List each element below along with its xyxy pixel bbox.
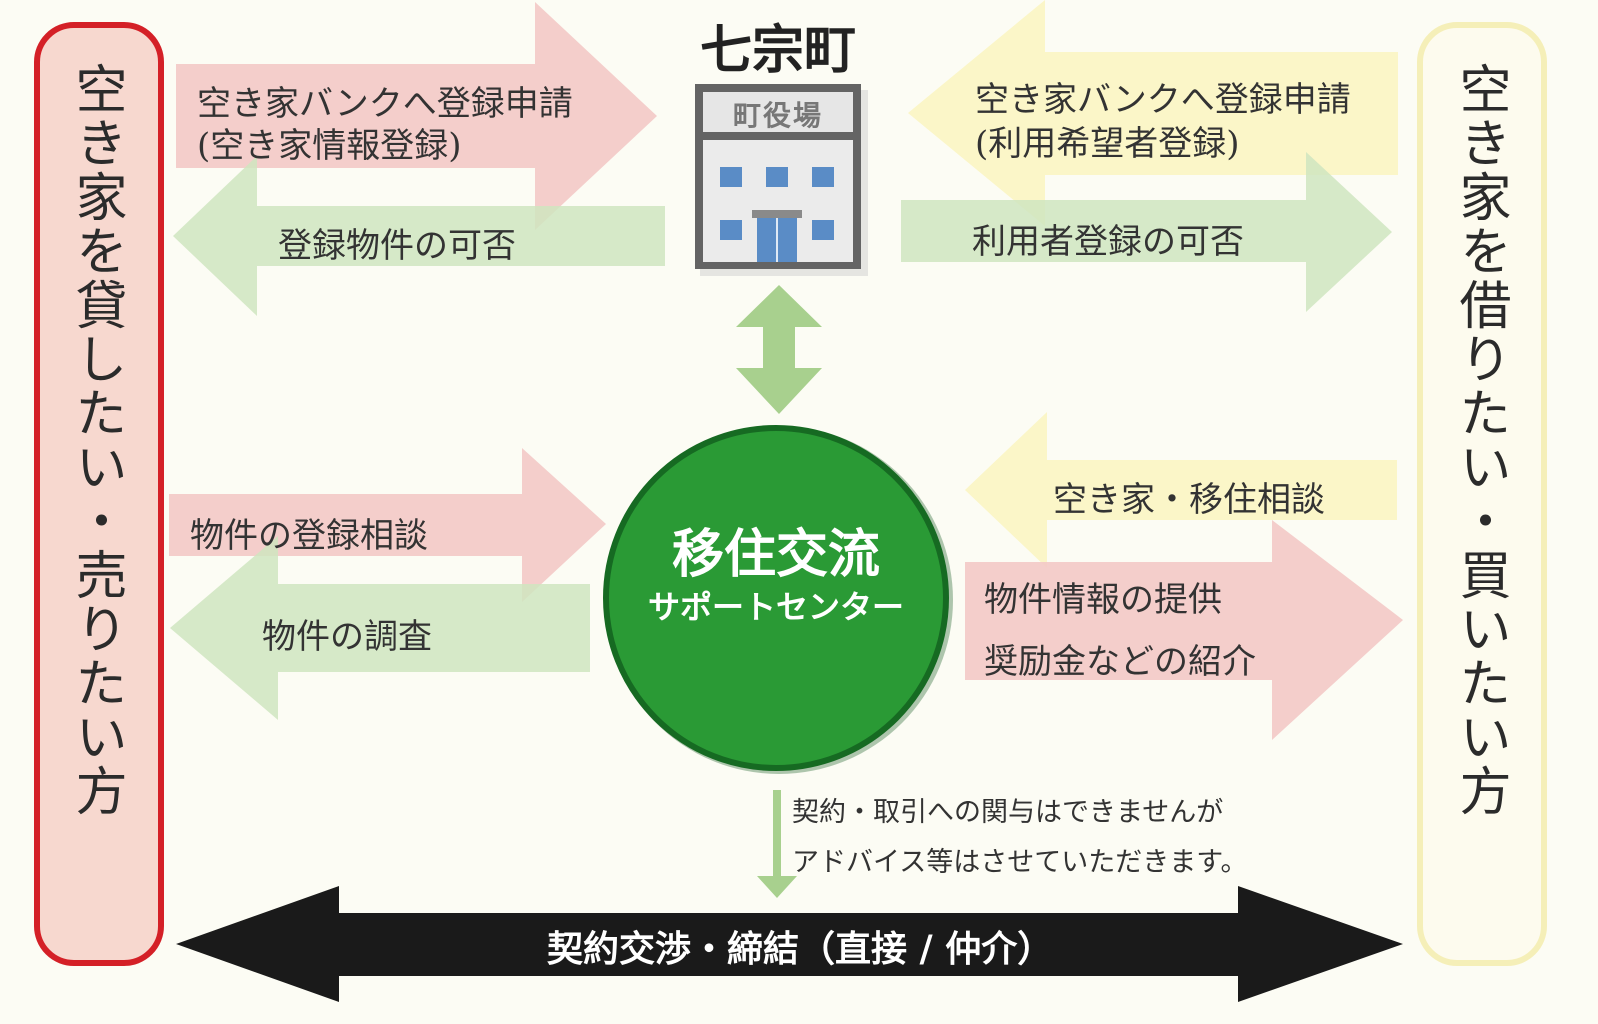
town-title: 七宗町 [699,21,856,81]
note-arrow-shaft [773,790,781,880]
bottom-contract-arrow [176,886,1403,1002]
right-party-label: 空き家を借りたい・買いたい方 [1450,62,1510,818]
left-party-label: 空き家を貸したい・売りたい方 [66,62,126,818]
note-line-2: アドバイス等はさせていただきます。 [792,847,1248,878]
label-right-consult: 空き家・移住相談 [1053,480,1325,520]
label-left-survey: 物件の調査 [262,617,432,657]
label-left-register-2: (空き家情報登録) [197,126,462,166]
label-left-consult: 物件の登録相談 [190,516,428,556]
label-left-register-1: 空き家バンクへ登録申請 [197,84,573,124]
label-right-register-2: (利用希望者登録) [975,124,1240,164]
note-arrow-head [757,876,797,898]
arrow-right-consult [965,412,1397,568]
arrow-right-register [908,0,1398,226]
label-right-register-1: 空き家バンクへ登録申請 [975,80,1351,120]
arrow-left-result [173,156,665,316]
town-hall-sign: 町役場 [732,99,823,132]
bottom-contract-label: 契約交渉・締結（直接 / 仲介） [547,928,1054,970]
town-hall-icon [695,84,868,276]
right-party-box [1417,22,1547,966]
note-line-1: 契約・取引への関与はできませんが [792,797,1224,828]
arrow-left-register [176,2,657,230]
label-right-result: 利用者登録の可否 [972,222,1244,262]
link-double-arrow [736,285,822,414]
arrow-left-consult [169,448,606,602]
label-right-info-1: 物件情報の提供 [984,580,1222,620]
arrow-left-survey [170,536,590,720]
center-subtitle: サポートセンター [647,588,904,626]
arrow-right-result [901,152,1392,312]
label-right-info-2: 奨励金などの紹介 [984,642,1256,682]
arrow-right-info [965,520,1403,740]
center-title: 移住交流 [671,525,880,585]
label-left-result: 登録物件の可否 [278,226,516,266]
left-party-box [34,22,164,966]
center-circle [603,425,949,771]
